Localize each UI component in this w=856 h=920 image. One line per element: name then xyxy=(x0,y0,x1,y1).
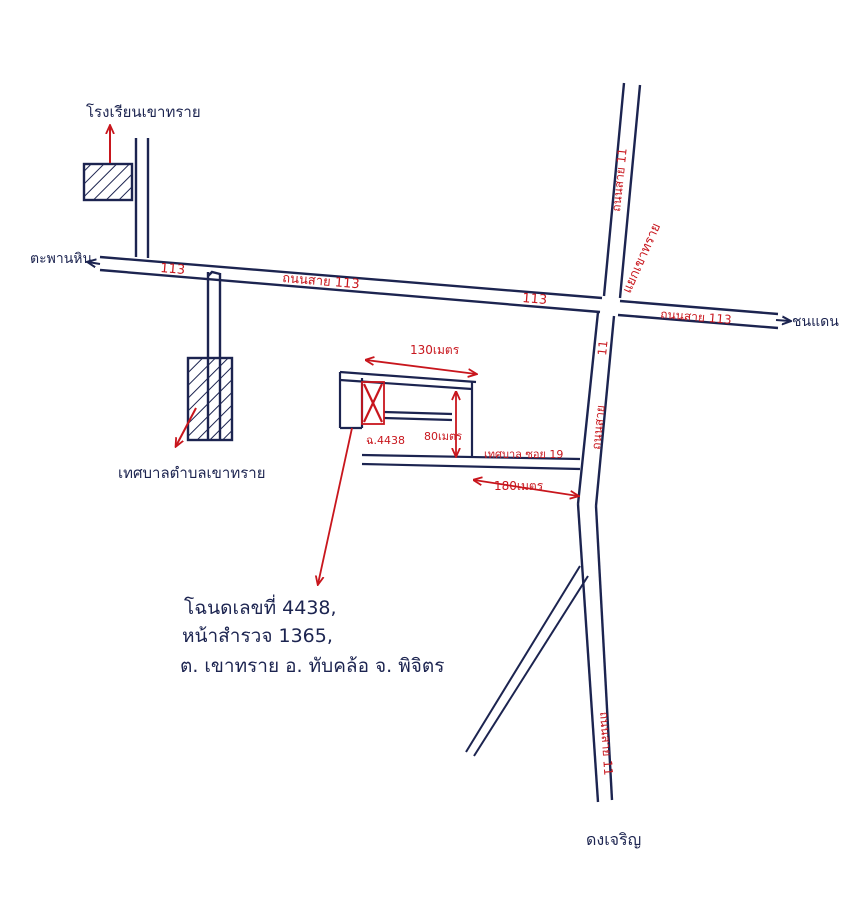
municipality-arrow xyxy=(176,407,197,446)
deed-line-1: โฉนดเลขที่ 4438, xyxy=(184,594,337,619)
road-113-east-label: ถนนสาย 113 xyxy=(660,307,732,327)
deed-pointer-arrow xyxy=(318,427,353,584)
width-label: 130เมตร xyxy=(410,343,460,357)
road-113-west-label: ถนนสาย 113 xyxy=(282,271,360,292)
plot-outline-red xyxy=(361,381,385,425)
road-113-west-number: 113 xyxy=(160,261,186,278)
plot-label: ฉ.4438 xyxy=(366,434,405,447)
road-11-south-lower-label: ถนนสาย 11 xyxy=(597,711,615,776)
road-113-mid-number: 113 xyxy=(522,291,548,308)
school-building xyxy=(82,162,134,202)
road-11-south-upper-label: ถนนสาย xyxy=(589,404,608,450)
deed-line-2: หน้าสำรวจ 1365, xyxy=(182,625,333,647)
east-direction-arrow xyxy=(775,320,790,321)
west-town-label: ตะพานหิน xyxy=(30,251,93,267)
road-113-east xyxy=(617,299,779,330)
road-11-south-upper-number: 11 xyxy=(595,340,611,357)
alley-label: เทศบาล ซอย 19 xyxy=(484,448,563,461)
distance-dimension-arrow xyxy=(474,480,578,496)
road-11-south xyxy=(576,311,616,803)
distance-label: 180เมตร xyxy=(494,479,544,493)
south-town-label: ดงเจริญ xyxy=(586,830,641,849)
width-dimension-arrow xyxy=(366,360,476,374)
depth-label: 80เมตร xyxy=(424,430,462,443)
west-direction-arrow xyxy=(88,262,101,264)
east-town-label: ชนแดน xyxy=(792,314,839,330)
road-113-west xyxy=(99,255,603,314)
road-11-north xyxy=(602,82,642,299)
municipality-label: เทศบาลตำบลเขาทราย xyxy=(118,464,266,482)
plot-cross-mark xyxy=(363,383,383,423)
road-south-branch xyxy=(465,565,589,757)
municipality-building xyxy=(186,356,234,442)
school-label: โรงเรียนเขาทราย xyxy=(86,103,201,121)
deed-line-3: ต. เขาทราย อ. ทับคล้อ จ. พิจิตร xyxy=(180,655,444,677)
road-11-north-label: ถนนสาย 11 xyxy=(609,147,630,212)
road-to-school xyxy=(134,138,150,258)
